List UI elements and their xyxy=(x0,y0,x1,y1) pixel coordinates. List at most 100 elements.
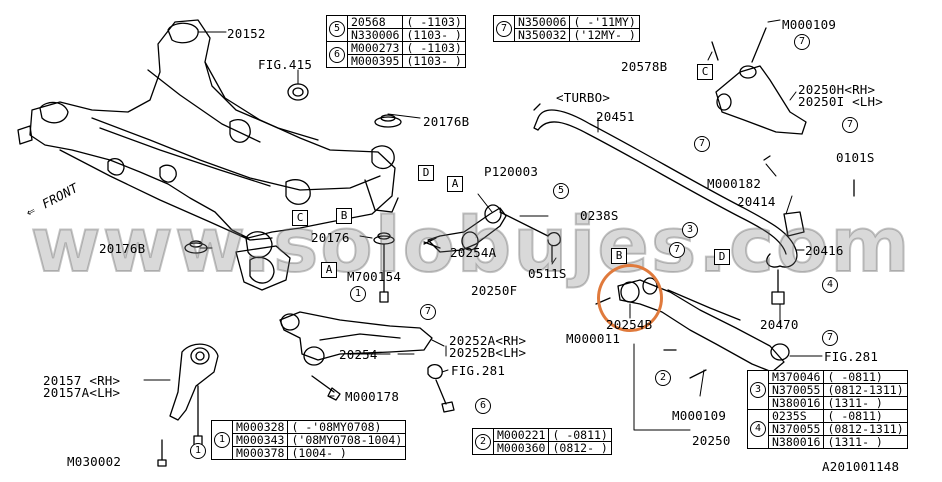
label-m700154: M700154 xyxy=(347,269,402,284)
callout-7-mid: 7 xyxy=(420,304,436,320)
parts-table-2: 2 M000221 ( -0811) M000360 (0812- ) xyxy=(472,428,612,455)
stabilizer-bar-drawing xyxy=(533,103,805,305)
lower-arm-drawing xyxy=(279,311,433,366)
bushings-drawing xyxy=(184,83,402,303)
callout-7-lower: 7 xyxy=(822,330,838,346)
table-cell: ( -0811) xyxy=(823,409,908,423)
table-cell: (1311- ) xyxy=(823,396,908,410)
label-20414: 20414 xyxy=(737,194,776,209)
label-m000109-top: M000109 xyxy=(782,17,837,32)
table-cell: ( -0811) xyxy=(548,428,612,442)
table-num-5: 5 xyxy=(329,20,345,37)
table-cell: (1103- ) xyxy=(402,28,466,42)
table-cell: M000395 xyxy=(346,54,404,68)
table-cell: M000343 xyxy=(231,433,289,447)
label-m000109-bottom: M000109 xyxy=(672,408,727,423)
table-num-2: 2 xyxy=(475,433,491,450)
diagram-id: A201001148 xyxy=(822,459,900,474)
upper-arm-drawing xyxy=(711,27,855,197)
label-20254: 20254 xyxy=(339,347,378,362)
subframe-drawing xyxy=(17,19,399,291)
label-0511s: 0511S xyxy=(528,266,567,281)
table-cell: N350032 xyxy=(513,28,571,42)
label-fig415: FIG.415 xyxy=(258,57,313,72)
table-cell: ( -'08MY0708) xyxy=(287,420,407,434)
box-ref-d: D xyxy=(418,165,434,181)
label-p120003: P120003 xyxy=(484,164,539,179)
label-20254b: 20254B xyxy=(606,317,653,332)
callout-6: 6 xyxy=(475,398,491,414)
table-cell: M000221 xyxy=(492,428,550,442)
table-cell: ( -1103) xyxy=(402,15,466,29)
highlight-circle xyxy=(597,264,663,332)
table-cell: ( -'11MY) xyxy=(569,15,640,29)
label-m030002: M030002 xyxy=(67,454,122,469)
label-0238s: 0238S xyxy=(580,208,619,223)
hub-arm-drawing xyxy=(157,343,219,467)
label-m000178: M000178 xyxy=(345,389,400,404)
label-m000182: M000182 xyxy=(707,176,762,191)
label-20470: 20470 xyxy=(760,317,799,332)
callout-3: 3 xyxy=(682,222,698,238)
table-cell: N370055 xyxy=(767,422,825,436)
label-20250f: 20250F xyxy=(471,283,518,298)
label-m000011: M000011 xyxy=(566,331,621,346)
table-cell: M000328 xyxy=(231,420,289,434)
table-cell: N330006 xyxy=(346,28,404,42)
callout-7-arm: 7 xyxy=(694,136,710,152)
table-cell: N380016 xyxy=(767,396,825,410)
label-20252a: 20252A<RH> xyxy=(449,333,527,348)
table-cell: (0812-1311) xyxy=(823,383,908,397)
label-20252b: 20252B<LH> xyxy=(449,345,527,360)
label-20250: 20250 xyxy=(692,433,731,448)
table-num-3: 3 xyxy=(750,382,766,398)
label-20254a: 20254A xyxy=(450,245,497,260)
table-cell: M000273 xyxy=(346,41,404,55)
callout-1: 1 xyxy=(350,286,366,302)
table-num-6: 6 xyxy=(329,46,345,63)
label-20152: 20152 xyxy=(227,26,266,41)
callout-1-bottom: 1 xyxy=(190,443,206,459)
table-cell: (1311- ) xyxy=(823,435,908,449)
callout-2: 2 xyxy=(655,370,671,386)
box-ref-b: B xyxy=(336,208,352,224)
table-cell: N370055 xyxy=(767,383,825,397)
table-cell: N350006 xyxy=(513,15,571,29)
table-cell: (0812- ) xyxy=(548,441,612,455)
callout-5: 5 xyxy=(553,183,569,199)
table-cell: (0812-1311) xyxy=(823,422,908,436)
label-20176b-top: 20176B xyxy=(423,114,470,129)
callout-4: 4 xyxy=(822,277,838,293)
table-cell: ( -0811) xyxy=(823,370,908,384)
table-cell: M000360 xyxy=(492,441,550,455)
table-num-4: 4 xyxy=(750,421,766,437)
box-ref-c: C xyxy=(292,210,308,226)
label-20451: 20451 xyxy=(596,109,635,124)
parts-table-5-6: 5 20568 ( -1103) N330006 (1103- ) 6 M000… xyxy=(326,15,466,68)
table-cell: 0235S xyxy=(767,409,825,423)
label-20157: 20157 <RH> xyxy=(43,373,121,388)
label-20250h: 20250H<RH> xyxy=(798,82,876,97)
box-ref-a-2: A xyxy=(321,262,337,278)
box-ref-b-2: B xyxy=(611,248,627,264)
label-fig281-right: FIG.281 xyxy=(824,349,879,364)
table-num-7: 7 xyxy=(496,20,512,37)
label-20416: 20416 xyxy=(805,243,844,258)
table-cell: ( -1103) xyxy=(402,41,466,55)
label-turbo: <TURBO> xyxy=(556,90,611,105)
box-ref-c-2: C xyxy=(697,64,713,80)
callout-7-top: 7 xyxy=(794,34,810,50)
callout-7-right: 7 xyxy=(842,117,858,133)
label-fig281-mid: FIG.281 xyxy=(451,363,506,378)
parts-table-7: 7 N350006 ( -'11MY) N350032 ('12MY- ) xyxy=(493,15,640,42)
label-20578b: 20578B xyxy=(621,59,668,74)
table-cell: 20568 xyxy=(346,15,404,29)
label-20157a: 20157A<LH> xyxy=(43,385,121,400)
label-0101s: 0101S xyxy=(836,150,875,165)
table-num-1: 1 xyxy=(214,432,230,448)
callout-7-b: 7 xyxy=(669,242,685,258)
label-20176: 20176 xyxy=(311,230,350,245)
label-20250i: 20250I <LH> xyxy=(798,94,883,109)
table-cell: M370046 xyxy=(767,370,825,384)
